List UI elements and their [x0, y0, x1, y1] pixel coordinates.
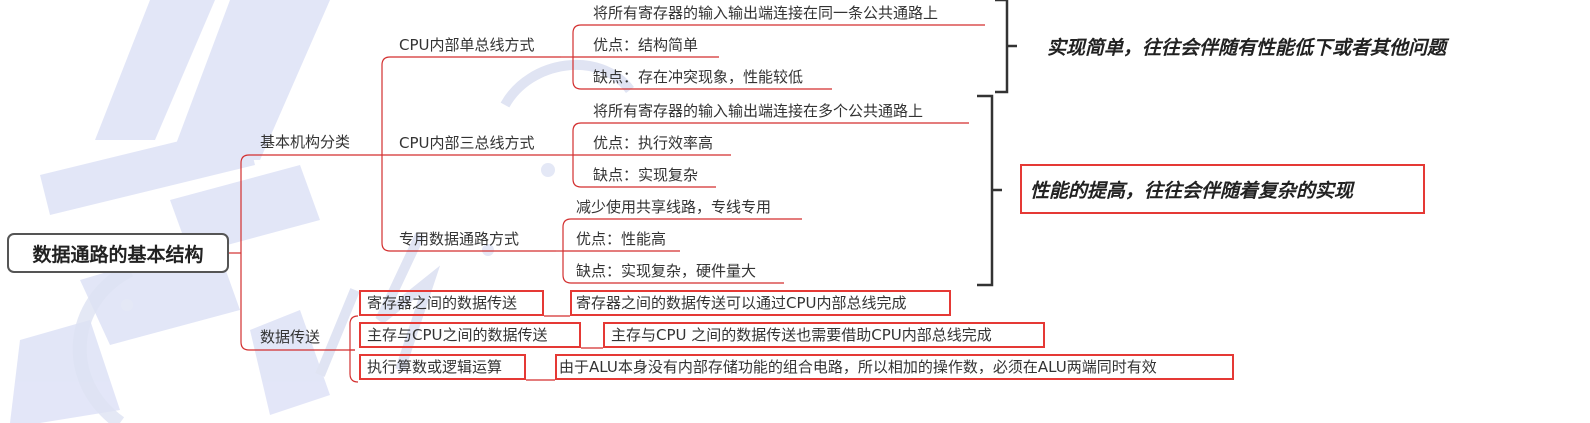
node-register-transfer[interactable]: 寄存器之间的数据传送: [367, 294, 518, 312]
leaf-triple-bus-desc[interactable]: 将所有寄存器的输入输出端连接在多个公共通路上: [593, 102, 924, 120]
node-dedicated-path[interactable]: 专用数据通路方式: [399, 230, 520, 248]
leaf-memory-cpu-desc[interactable]: 主存与CPU 之间的数据传送也需要借助CPU内部总线完成: [611, 326, 992, 344]
leaf-alu-operation-desc[interactable]: 由于ALU本身没有内部存储功能的组合电路，所以相加的操作数，必须在ALU两端同时…: [559, 358, 1157, 376]
leaf-triple-bus-con[interactable]: 缺点：实现复杂: [593, 166, 699, 184]
summary-single-bus: 实现简单，往往会伴随有性能低下或者其他问题: [1047, 37, 1447, 59]
root-node[interactable]: 数据通路的基本结构: [7, 233, 229, 273]
highlight-box: [555, 354, 1234, 380]
highlight-box: [570, 290, 951, 316]
leaf-dedicated-pro[interactable]: 优点：性能高: [576, 230, 667, 248]
highlight-box: [359, 354, 526, 380]
node-basic-classification[interactable]: 基本机构分类: [260, 133, 351, 151]
leaf-triple-bus-pro[interactable]: 优点：执行效率高: [593, 134, 714, 152]
leaf-dedicated-con[interactable]: 缺点：实现复杂，硬件量大: [576, 262, 757, 280]
leaf-register-transfer-desc[interactable]: 寄存器之间的数据传送可以通过CPU内部总线完成: [576, 294, 907, 312]
leaf-single-bus-desc[interactable]: 将所有寄存器的输入输出端连接在同一条公共通路上: [593, 4, 939, 22]
highlight-box: [1020, 164, 1425, 214]
node-data-transfer[interactable]: 数据传送: [260, 328, 321, 346]
leaf-single-bus-pro[interactable]: 优点：结构简单: [593, 36, 699, 54]
leaf-dedicated-desc[interactable]: 减少使用共享线路，专线专用: [576, 198, 772, 216]
leaf-single-bus-con[interactable]: 缺点：存在冲突现象，性能较低: [593, 68, 804, 86]
node-alu-operation[interactable]: 执行算数或逻辑运算: [367, 358, 503, 376]
node-single-bus[interactable]: CPU内部单总线方式: [399, 36, 535, 54]
node-triple-bus[interactable]: CPU内部三总线方式: [399, 134, 535, 152]
summary-multi-bus: 性能的提高，往往会伴随着复杂的实现: [1030, 180, 1354, 202]
highlight-box: [359, 322, 581, 348]
node-memory-cpu-transfer[interactable]: 主存与CPU之间的数据传送: [367, 326, 548, 344]
highlight-box: [359, 290, 544, 316]
highlight-box: [603, 322, 1045, 348]
